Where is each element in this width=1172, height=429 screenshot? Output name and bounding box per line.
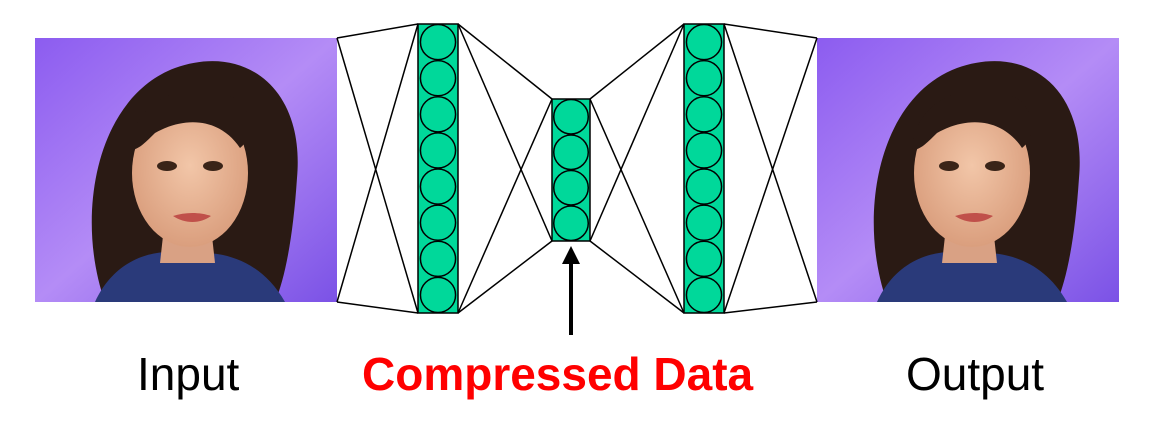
output-label: Output (906, 346, 1044, 402)
neuron-node (554, 100, 589, 135)
bottleneck-layer (552, 99, 590, 241)
neuron-node (686, 205, 721, 240)
neuron-node (420, 277, 455, 312)
neuron-node (686, 133, 721, 168)
neuron-node (554, 206, 589, 241)
output-image (817, 38, 1119, 302)
neuron-node (420, 205, 455, 240)
neuron-node (686, 97, 721, 132)
compressed-data-label: Compressed Data (362, 346, 753, 402)
neuron-node (686, 277, 721, 312)
neuron-node (420, 133, 455, 168)
decoder-layer (684, 24, 724, 313)
neuron-node (554, 171, 589, 206)
neuron-node (554, 135, 589, 170)
neuron-node (686, 169, 721, 204)
neuron-node (420, 61, 455, 96)
input-image (35, 38, 337, 302)
arrow-up-icon (562, 246, 580, 335)
neuron-node (686, 25, 721, 60)
neuron-node (686, 61, 721, 96)
neuron-node (420, 241, 455, 276)
neuron-node (686, 241, 721, 276)
neuron-node (420, 97, 455, 132)
neuron-node (420, 25, 455, 60)
neuron-node (420, 169, 455, 204)
input-label: Input (137, 346, 239, 402)
encoder-layer (418, 24, 458, 313)
